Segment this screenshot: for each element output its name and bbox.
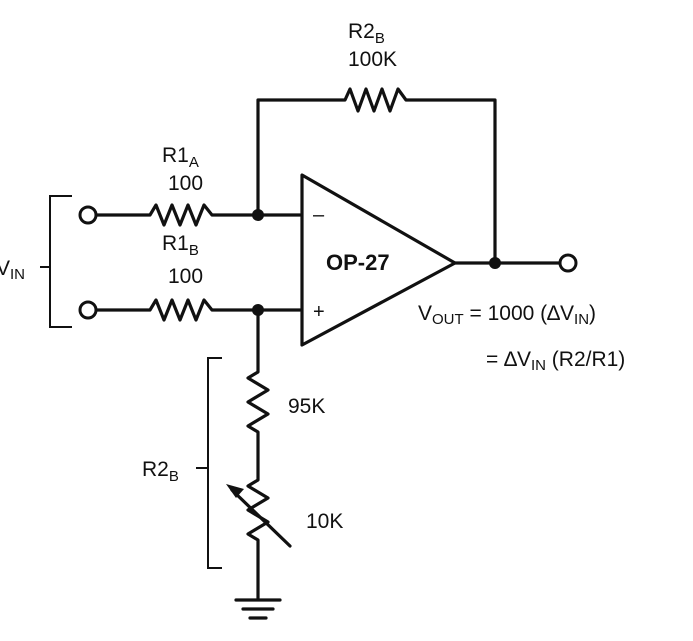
vout-equation: VOUT = 1000 (∆VIN) bbox=[418, 302, 596, 328]
input-resistor-r1a bbox=[94, 203, 302, 227]
r2b-bottom-label: R2B bbox=[142, 458, 179, 485]
r1b-label: R1B bbox=[162, 232, 199, 259]
noninverting-sign: + bbox=[313, 301, 325, 323]
junction-inverting-node bbox=[252, 209, 264, 221]
output-terminal bbox=[558, 253, 578, 273]
resistor-10k-value: 10K bbox=[306, 510, 343, 533]
r1a-value: 100 bbox=[168, 172, 203, 195]
gain-equation: = ∆VIN (R2/R1) bbox=[486, 348, 625, 374]
r1a-label: R1A bbox=[162, 144, 199, 171]
inverting-sign: – bbox=[313, 204, 325, 226]
potentiometer-arrow-icon bbox=[226, 484, 292, 548]
r1b-value: 100 bbox=[168, 265, 203, 288]
opamp-label: OP-27 bbox=[326, 250, 390, 275]
bottom-resistor-chain bbox=[246, 308, 270, 600]
input-terminal-top bbox=[78, 205, 98, 225]
r2b-top-value: 100K bbox=[348, 48, 397, 71]
junction-output-node bbox=[489, 257, 501, 269]
r2b-top-label: R2B bbox=[348, 20, 385, 47]
vin-bracket bbox=[40, 195, 72, 328]
input-resistor-r1b bbox=[94, 298, 302, 322]
junction-noninverting-node bbox=[252, 304, 264, 316]
vin-label: VIN bbox=[0, 257, 25, 283]
ground-icon bbox=[234, 598, 282, 620]
r2b-bottom-bracket bbox=[196, 357, 222, 569]
resistor-95k-value: 95K bbox=[288, 395, 325, 418]
opamp-triangle bbox=[300, 173, 457, 347]
feedback-resistor-r2b bbox=[256, 87, 497, 265]
input-terminal-bottom bbox=[78, 300, 98, 320]
